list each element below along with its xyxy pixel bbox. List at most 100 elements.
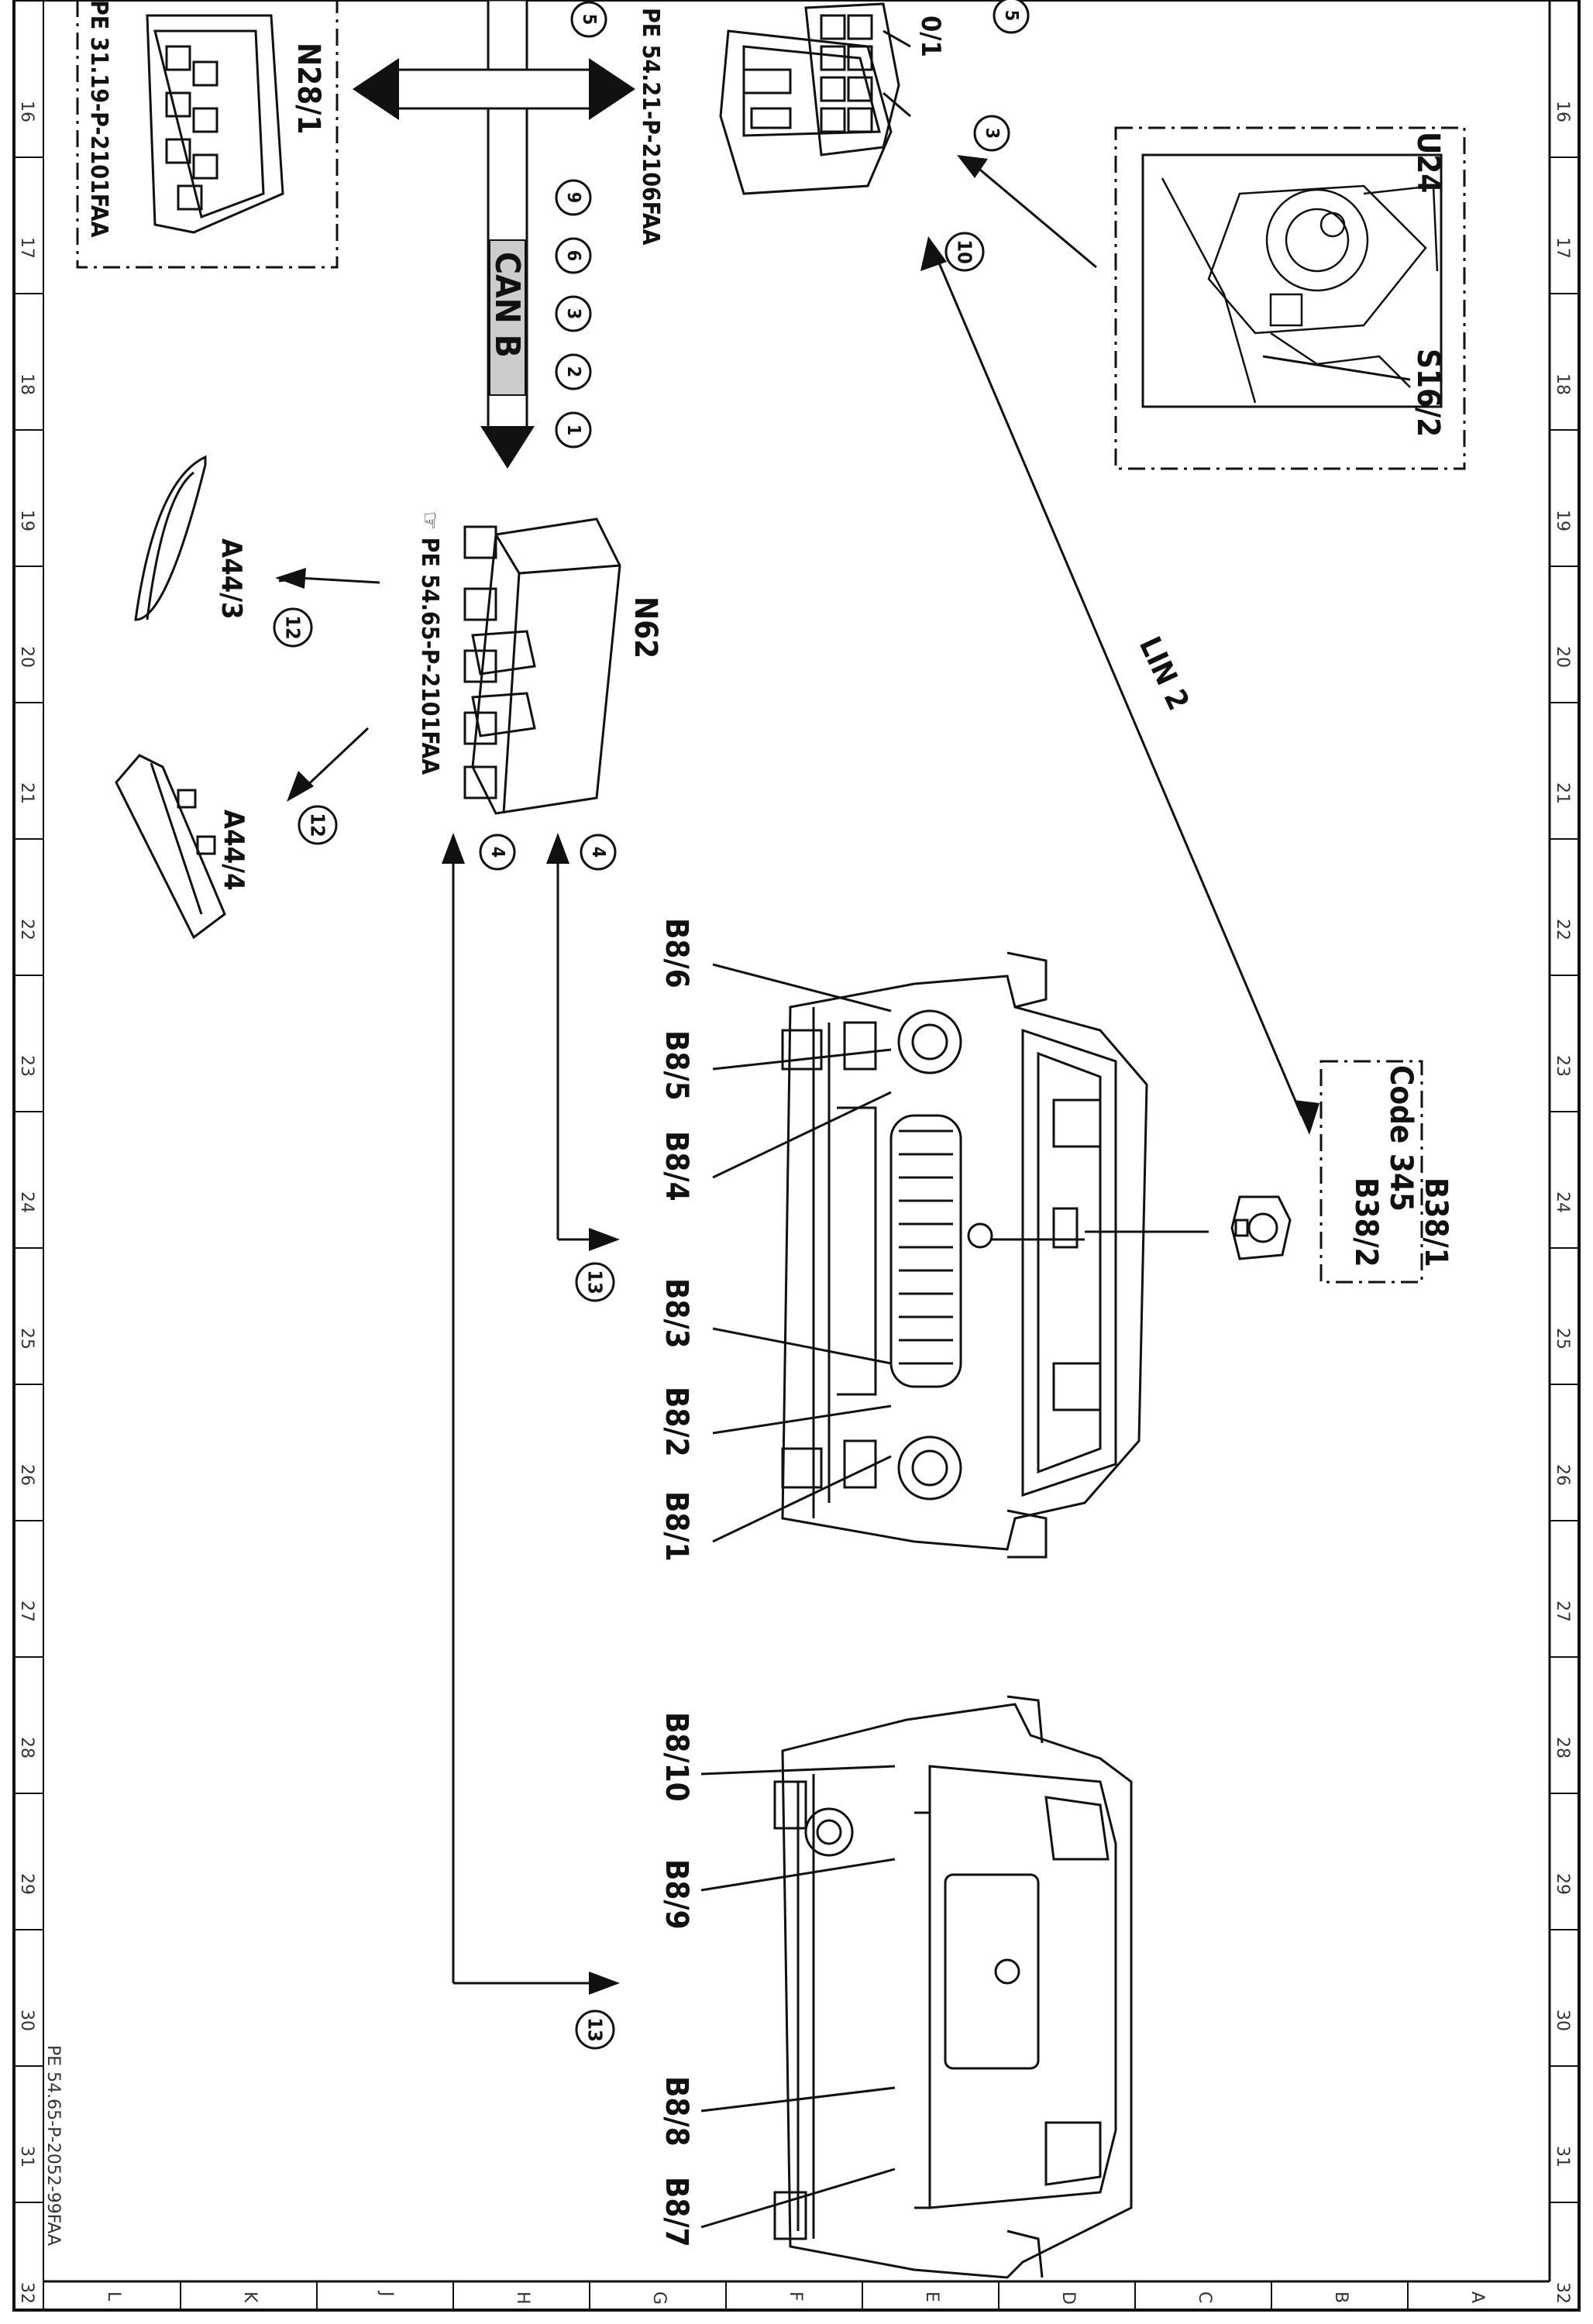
b38-2-label: B38/2	[1348, 1177, 1384, 1267]
n62-to-sensors-lines	[442, 833, 620, 1995]
rear-sensor-leaders	[700, 1765, 896, 2229]
grid-number-left: 26	[17, 1464, 36, 1486]
callout-can-3: 3	[563, 308, 583, 319]
grid-ticks	[14, 156, 1579, 2310]
arrow-to-n62	[480, 426, 535, 469]
callout-can-2-ring	[555, 353, 592, 390]
callout-can-1-ring	[555, 411, 592, 449]
grid-number-left: 19	[17, 510, 36, 531]
grid-number-left: 21	[17, 782, 36, 804]
front-sensor-label: B8/1	[659, 1491, 694, 1562]
grid-letter-bottom: K	[240, 2291, 260, 2303]
grid-number-left: 27	[17, 1600, 36, 1622]
callout-can-6: 6	[563, 250, 583, 261]
a44-3-drawing	[134, 455, 207, 621]
n62-drawing	[463, 517, 621, 815]
top-module-reference: PE 54.21-P-2106FAA	[637, 8, 664, 246]
front-sensor-label: B8/5	[659, 1030, 694, 1101]
grid-number-left: 25	[17, 1328, 36, 1349]
grid-number-left: 18	[17, 373, 36, 395]
grid-letter-bottom: L	[104, 2291, 123, 2302]
grid-number-right: 30	[1553, 2009, 1572, 2031]
u24-label: U24	[1410, 132, 1446, 193]
grid-number-right: 26	[1553, 1464, 1572, 1486]
arrow-u24-to-module	[957, 155, 1097, 269]
n28-reference: PE 31.19-P-2101FAA	[85, 0, 112, 238]
b38-code-label: Code 345	[1383, 1065, 1419, 1212]
grid-number-right: 21	[1553, 782, 1572, 804]
callout-can-6-ring	[555, 237, 592, 274]
callout-4-left: 4	[487, 847, 507, 858]
grid-number-left: 23	[17, 1055, 36, 1077]
grid-letter-bottom: F	[786, 2291, 805, 2302]
a44-3-label: A44/3	[215, 538, 247, 620]
callout-13-rear-ring	[575, 2009, 615, 2050]
top-module-drawing	[719, 2, 911, 195]
rear-sensor-label: B8/8	[659, 2076, 694, 2147]
a44-4-arrow	[287, 727, 370, 802]
callout-13-front: 13	[584, 1270, 607, 1294]
front-sensor-label: B8/2	[659, 1387, 694, 1457]
callout-12-a44-4-ring	[298, 805, 338, 845]
callout-10: 10	[954, 239, 976, 264]
grid-number-left: 31	[17, 2146, 36, 2168]
grid-number-right: 18	[1553, 373, 1572, 395]
grid-number-right: 24	[1553, 1191, 1572, 1213]
can-bus-lines	[353, 0, 635, 469]
callout-12-a44-3-ring	[273, 607, 313, 648]
grid-letter-bottom: H	[513, 2291, 532, 2305]
grid-number-left: 28	[17, 1737, 36, 1758]
callout-can-9: 9	[563, 192, 583, 203]
callout-5-can-ring	[570, 1, 607, 38]
grid-letter-bottom: J	[377, 2290, 396, 2297]
grid-number-right: 16	[1553, 101, 1572, 122]
u24-box	[1114, 126, 1466, 470]
front-sensor-leaders	[712, 963, 892, 1543]
lin-bus-line	[920, 236, 1319, 1135]
n28-label: N28/1	[291, 43, 326, 134]
grid-number-right: 31	[1553, 2146, 1572, 2168]
grid-number-right: 19	[1553, 510, 1572, 531]
grid-number-left: 16	[17, 101, 36, 122]
vehicle-front-drawing	[781, 951, 1148, 1559]
callout-13-front-ring	[575, 1262, 615, 1302]
grid-letter-bottom: D	[1058, 2291, 1078, 2305]
callout-13-rear: 13	[584, 2017, 607, 2042]
grid-number-right: 28	[1553, 1737, 1572, 1758]
grid-number-right: 17	[1553, 237, 1572, 259]
a44-3-arrow	[275, 568, 380, 589]
callout-can-9-ring	[555, 179, 592, 216]
grid-letter-bottom: E	[922, 2291, 941, 2302]
grid-number-right: 22	[1553, 919, 1572, 940]
front-sensor-label: B8/3	[659, 1278, 694, 1349]
grid-number-left: 32	[17, 2282, 36, 2304]
a44-4-label: A44/4	[218, 810, 249, 891]
b38-box	[1085, 1060, 1423, 1284]
grid-number-right: 29	[1553, 1873, 1572, 1895]
callout-12-a44-3: 12	[282, 615, 304, 640]
a44-4-drawing	[115, 754, 226, 940]
rear-sensor-label: B8/10	[659, 1712, 694, 1802]
grid-number-left: 24	[17, 1191, 36, 1213]
callout-3: 3	[982, 128, 1002, 139]
vehicle-rear-drawing	[773, 1695, 1133, 2279]
callout-4-left-ring	[479, 834, 516, 871]
grid-letter-bottom: G	[649, 2291, 669, 2305]
grid-number-left: 22	[17, 919, 36, 940]
front-sensor-label: B8/4	[659, 1131, 694, 1202]
grid-number-left: 30	[17, 2009, 36, 2031]
grid-letter-bottom: A	[1467, 2291, 1487, 2303]
arrow-to-top-module	[589, 58, 635, 120]
grid-number-left: 29	[17, 1873, 36, 1895]
rear-sensor-label: B8/9	[659, 1859, 694, 1930]
callout-can-1: 1	[563, 425, 583, 435]
n28-box	[76, 0, 339, 269]
b38-1-label: B38/1	[1418, 1177, 1454, 1267]
n62-reference: ☞ PE 54.65-P-2101FAA	[416, 511, 443, 775]
grid-number-right: 20	[1553, 646, 1572, 668]
front-sensor-labels: B8/6B8/5B8/4B8/3B8/2B8/1	[659, 918, 694, 1562]
grid-letter-bottom: B	[1331, 2291, 1350, 2303]
